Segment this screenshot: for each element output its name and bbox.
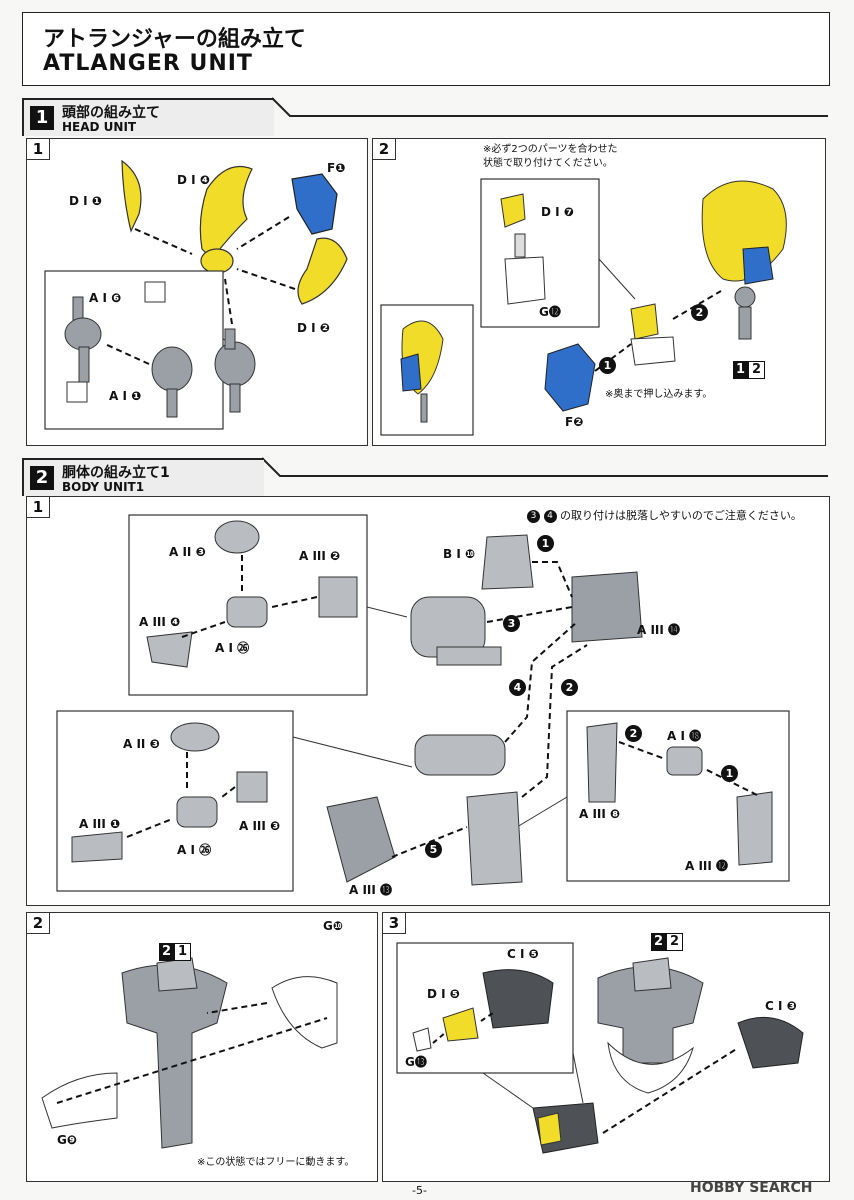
page-title-jp: アトランジャーの組み立て: [43, 27, 306, 52]
label-b1-10: B I ❿: [443, 547, 476, 561]
step-number: 1: [26, 138, 50, 160]
label-d1-7: D I ❼: [541, 205, 574, 219]
label-a1-6: A I ❻: [89, 291, 122, 305]
label-g13: G⓭: [405, 1055, 427, 1069]
label-a2-3-top: A II ❸: [169, 545, 206, 559]
label-a3-4: A III ❹: [139, 615, 181, 629]
label-a3-8: A III ❽: [579, 807, 621, 821]
step-marker-1b: 1: [721, 765, 738, 782]
step-marker-2: 2: [691, 304, 708, 321]
label-a3-2: A III ❷: [299, 549, 341, 563]
label-d1-1: D I ❶: [69, 194, 102, 208]
label-g10: G❿: [323, 919, 344, 933]
label-a1-26-top: A I ㉖: [215, 641, 250, 655]
step-number: 1: [26, 496, 50, 518]
body-step-1-panel: 1 3 4 の取り付けは脱落しやすいのでご注意ください。: [26, 496, 830, 906]
label-a3-1: A III ❶: [79, 817, 121, 831]
section-1-header: 1 頭部の組み立て HEAD UNIT: [22, 98, 274, 136]
body-step-2-panel: 2 2 1 G❿ G❾ ※この状態ではフリーに動きます。: [26, 912, 378, 1182]
note-push-in: ※奥まで押し込みます。: [605, 389, 713, 400]
label-f1: F❶: [327, 161, 346, 175]
label-d1-2: D I ❷: [297, 321, 330, 335]
head-step-2-panel: 2 ※必ず2つのパーツを合わせた 状態で取り付けてください。 D I ❼ G⓬ …: [372, 138, 826, 446]
step-number: 2: [26, 912, 50, 934]
step-number: 3: [382, 912, 406, 934]
step-marker-2: 2: [561, 679, 578, 696]
page-title-en: ATLANGER UNIT: [43, 51, 253, 76]
label-a2-3-bottom: A II ❸: [123, 737, 160, 751]
section-2-title-jp: 胴体の組み立て1: [62, 465, 170, 481]
body-step-3-panel: 3 2 2 C I ❺ D I ❺ G⓭ C I ❸: [382, 912, 830, 1182]
note-attach-together: ※必ず2つのパーツを合わせた 状態で取り付けてください。: [483, 144, 618, 169]
label-d1-4: D I ❹: [177, 173, 210, 187]
label-g9: G❾: [57, 1133, 78, 1147]
label-a3-14: A III ⓮: [637, 623, 681, 637]
label-f2: F❷: [565, 415, 584, 429]
label-a1-26-bottom: A I ㉖: [177, 843, 212, 857]
section-1-title-jp: 頭部の組み立て: [62, 105, 160, 121]
label-a1-18: A I ⓲: [667, 729, 702, 743]
label-d1-5: D I ❺: [427, 987, 460, 1001]
section-2-number: 2: [30, 466, 54, 490]
label-c1-3: C I ❸: [765, 999, 797, 1013]
section-1-number: 1: [30, 106, 54, 130]
label-a3-12: A III ⓬: [685, 859, 729, 873]
head-step-1-panel: 1 D I ❶ D I ❹ F❶ D I ❷ A I ❻ A I: [26, 138, 368, 446]
label-a1-1: A I ❶: [109, 389, 142, 403]
note-moves-freely: ※この状態ではフリーに動きます。: [197, 1157, 355, 1168]
label-g12: G⓬: [539, 305, 561, 319]
ref-tag-1-2: 1 2: [733, 361, 766, 379]
step-marker-3: 3: [503, 615, 520, 632]
step-marker-4: 4: [509, 679, 526, 696]
ref-tag-2-1: 2 1: [159, 943, 192, 961]
section-2-title-en: BODY UNIT1: [62, 480, 145, 494]
label-c1-5: C I ❺: [507, 947, 539, 961]
step-marker-1: 1: [537, 535, 554, 552]
label-a3-13: A III ⓭: [349, 883, 393, 897]
step-marker-1: 1: [599, 357, 616, 374]
page-header: アトランジャーの組み立て ATLANGER UNIT: [22, 12, 830, 86]
step-marker-2b: 2: [625, 725, 642, 742]
label-a3-3: A III ❸: [239, 819, 281, 833]
section-1-title-en: HEAD UNIT: [62, 120, 137, 134]
step-marker-5: 5: [425, 841, 442, 858]
step-number: 2: [372, 138, 396, 160]
page-number: -5-: [412, 1184, 427, 1197]
watermark: HOBBY SEARCH: [690, 1180, 813, 1196]
section-2-header: 2 胴体の組み立て1 BODY UNIT1: [22, 458, 264, 496]
caution-note: 3 4 の取り付けは脱落しやすいのでご注意ください。: [527, 507, 802, 523]
ref-tag-2-2: 2 2: [651, 933, 684, 951]
